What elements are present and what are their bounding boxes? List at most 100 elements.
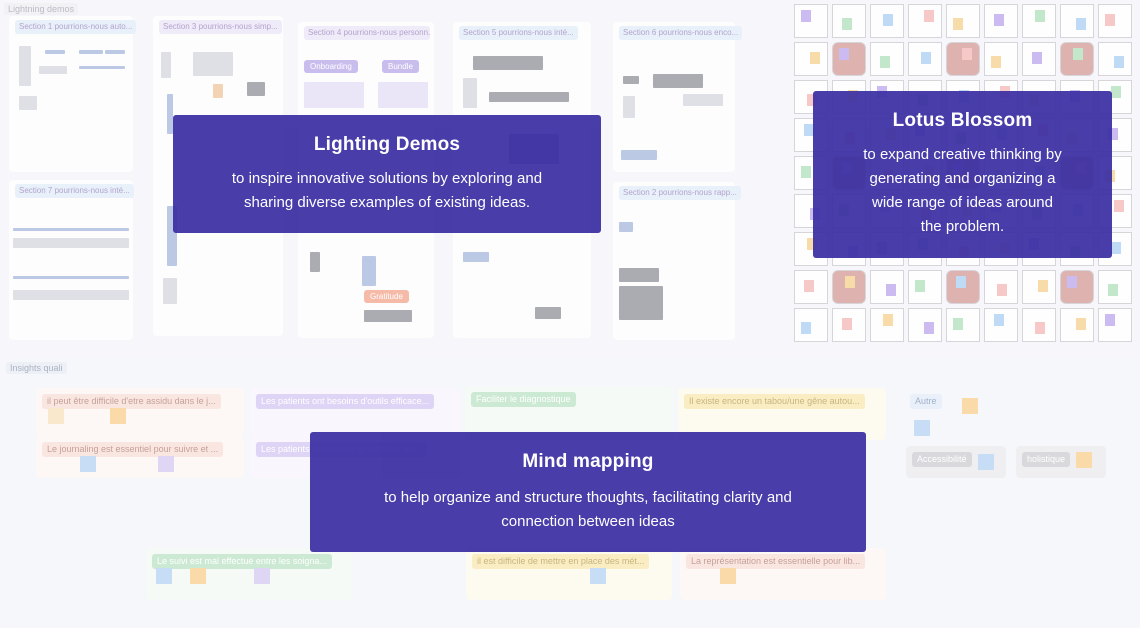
lotus-note[interactable] [1035,322,1045,334]
lotus-note[interactable] [801,10,811,22]
lotus-cell[interactable] [1098,42,1132,76]
lotus-cell[interactable] [1022,270,1056,304]
insight-group-3[interactable]: Faciliter le diagnostique [465,386,673,440]
lotus-cell[interactable] [1060,308,1094,342]
section-frame-2[interactable]: Section 2 pourrions-nous rapp... [613,182,741,340]
lotus-cell[interactable] [984,4,1018,38]
sticky-note[interactable] [48,408,64,424]
insight-label[interactable]: La représentation est essentielle pour l… [686,554,866,569]
lotus-note[interactable] [1032,52,1042,64]
lotus-cell[interactable] [1022,308,1056,342]
lotus-cell[interactable] [908,270,942,304]
section-frame-1[interactable]: Section 1 pourrions-nous auto... [9,16,137,172]
lotus-cell[interactable] [1098,270,1132,304]
lotus-note[interactable] [1035,10,1045,22]
lotus-note[interactable] [915,280,925,292]
sticky-note[interactable] [978,454,994,470]
sticky-note[interactable] [158,456,174,472]
insight-group-5[interactable]: Autre [904,388,1002,444]
lotus-cell[interactable] [794,270,828,304]
lotus-cell[interactable] [870,308,904,342]
lotus-cell[interactable] [984,308,1018,342]
lotus-note[interactable] [1076,18,1086,30]
section-frame-6[interactable]: Section 6 pourrions-nous enco... [613,22,743,172]
lotus-cell[interactable] [1022,42,1056,76]
onboarding-tag[interactable]: Onboarding [304,60,358,73]
insight-group-12[interactable]: La représentation est essentielle pour l… [680,548,886,600]
lotus-note[interactable] [921,52,931,64]
lotus-cell[interactable] [794,308,828,342]
insight-group-9[interactable]: holistique [1016,446,1106,478]
lotus-note[interactable] [807,238,817,250]
lotus-cell[interactable] [946,270,980,304]
lotus-note[interactable] [924,10,934,22]
sticky-note[interactable] [156,568,172,584]
lotus-note[interactable] [845,276,855,288]
lotus-note[interactable] [801,322,811,334]
lotus-cell[interactable] [832,270,866,304]
lotus-note[interactable] [1105,14,1115,26]
lotus-note[interactable] [883,314,893,326]
lotus-note[interactable] [807,94,817,106]
lotus-note[interactable] [883,14,893,26]
lotus-cell[interactable] [1022,4,1056,38]
sticky-note[interactable] [1076,452,1092,468]
insights-quali-area[interactable]: Insights quali il peut être difficile d'… [2,358,1138,626]
lotus-note[interactable] [1108,284,1118,296]
lotus-cell[interactable] [832,42,866,76]
insight-label[interactable]: il peut être difficile d'etre assidu dan… [42,394,221,409]
lotus-note[interactable] [924,322,934,334]
lotus-cell[interactable] [1060,42,1094,76]
lotus-cell[interactable] [946,4,980,38]
lotus-cell[interactable] [1060,4,1094,38]
lotus-cell[interactable] [908,42,942,76]
sticky-note[interactable] [962,398,978,414]
sticky-note[interactable] [190,568,206,584]
lotus-cell[interactable] [908,308,942,342]
lotus-cell[interactable] [984,270,1018,304]
lotus-note[interactable] [842,318,852,330]
insight-group-6[interactable]: Le journaling est essentiel pour suivre … [36,436,244,478]
lotus-note[interactable] [1111,242,1121,254]
lotus-cell[interactable] [870,270,904,304]
lotus-cell[interactable] [1060,270,1094,304]
insight-group-10[interactable]: Le suivi est mal effectué entre les soig… [146,548,352,600]
insight-label[interactable]: Les patients ont besoins d'outils effica… [256,394,435,409]
lotus-cell[interactable] [870,42,904,76]
lotus-cell[interactable] [870,4,904,38]
insight-label[interactable]: holistique [1022,452,1071,467]
lotus-note[interactable] [1105,314,1115,326]
lotus-note[interactable] [994,14,1004,26]
insight-label[interactable]: Accessibilité [912,452,972,467]
sticky-note[interactable] [254,568,270,584]
sticky-note[interactable] [80,456,96,472]
insight-group-1[interactable]: il peut être difficile d'etre assidu dan… [36,388,244,436]
sticky-note[interactable] [590,568,606,584]
bundle-tag[interactable]: Bundle [382,60,419,73]
lotus-note[interactable] [953,318,963,330]
lotus-note[interactable] [839,48,849,60]
lotus-cell[interactable] [1098,4,1132,38]
lotus-note[interactable] [1114,56,1124,68]
sticky-note[interactable] [914,420,930,436]
lotus-cell[interactable] [908,4,942,38]
lotus-note[interactable] [810,52,820,64]
lotus-note[interactable] [804,124,814,136]
lotus-note[interactable] [804,280,814,292]
lotus-note[interactable] [1114,200,1124,212]
lotus-cell[interactable] [832,4,866,38]
insight-label[interactable]: Le suivi est mal effectué entre les soig… [152,554,332,569]
lotus-note[interactable] [953,18,963,30]
lotus-note[interactable] [962,48,972,60]
lotus-cell[interactable] [794,4,828,38]
lotus-note[interactable] [1038,280,1048,292]
lotus-note[interactable] [1108,128,1118,140]
lotus-cell[interactable] [794,42,828,76]
sticky-note[interactable] [110,408,126,424]
lotus-note[interactable] [956,276,966,288]
insight-label[interactable]: Il existe encore un tabou/une gêne autou… [684,394,865,409]
insight-group-4[interactable]: Il existe encore un tabou/une gêne autou… [678,388,886,440]
lotus-cell[interactable] [946,308,980,342]
insight-group-11[interactable]: il est difficile de mettre en place des … [466,548,672,600]
lotus-note[interactable] [1076,318,1086,330]
